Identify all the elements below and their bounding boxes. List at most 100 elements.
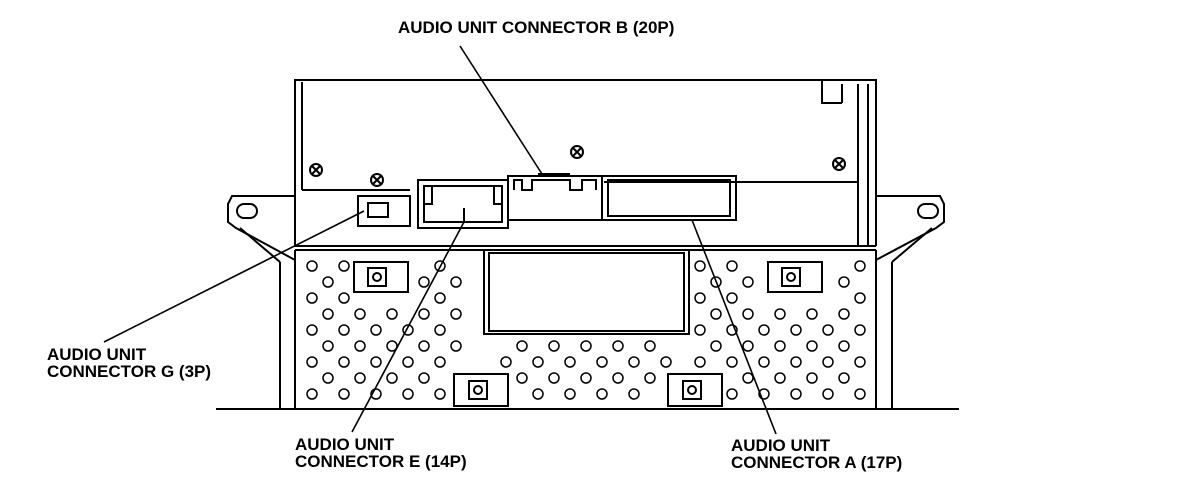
connector-b (507, 173, 603, 221)
vent-hole (838, 308, 850, 320)
vent-hole (660, 356, 672, 368)
vent-hole (306, 324, 318, 336)
vent-hole (418, 340, 430, 352)
vent-hole (742, 276, 754, 288)
vent-hole (742, 308, 754, 320)
label-connector-e: AUDIO UNIT CONNECTOR E (14P) (295, 436, 467, 470)
leader-line-connector-b (459, 45, 543, 175)
vent-hole (726, 292, 738, 304)
vent-hole (710, 308, 722, 320)
vent-hole (854, 356, 866, 368)
vent-hole (790, 324, 802, 336)
vent-hole (806, 308, 818, 320)
vent-hole (644, 340, 656, 352)
vent-hole (596, 388, 608, 400)
vent-hole (854, 292, 866, 304)
vent-hole (450, 340, 462, 352)
vent-hole (790, 388, 802, 400)
vent-hole (726, 388, 738, 400)
vent-hole (402, 356, 414, 368)
vent-hole (434, 356, 446, 368)
right-mounting-ear (875, 195, 945, 408)
vent-hole (322, 276, 334, 288)
vent-hole (306, 260, 318, 272)
vent-hole (306, 356, 318, 368)
vent-hole (338, 292, 350, 304)
vent-hole (628, 388, 640, 400)
vent-hole (822, 324, 834, 336)
vent-hole (694, 260, 706, 272)
connector-e (417, 179, 509, 229)
vent-hole (516, 340, 528, 352)
vent-hole (612, 340, 624, 352)
label-connector-e-line2: CONNECTOR E (14P) (295, 452, 467, 471)
label-connector-e-line1: AUDIO UNIT (295, 435, 395, 454)
upper-housing (294, 79, 877, 251)
label-connector-g-line2: CONNECTOR G (3P) (47, 362, 212, 381)
vent-hole (838, 276, 850, 288)
leader-line-connector-g (103, 210, 365, 343)
leader-line-connector-e (351, 221, 465, 433)
vent-hole (644, 372, 656, 384)
vent-hole (450, 276, 462, 288)
label-connector-a-line1: AUDIO UNIT (731, 436, 831, 455)
vent-hole (532, 356, 544, 368)
vent-hole (338, 260, 350, 272)
vent-hole (612, 372, 624, 384)
label-connector-a: AUDIO UNIT CONNECTOR A (17P) (731, 437, 902, 471)
vent-hole (806, 340, 818, 352)
vent-hole (418, 372, 430, 384)
vent-hole (710, 340, 722, 352)
vent-hole (354, 308, 366, 320)
label-connector-g-line1: AUDIO UNIT (47, 345, 147, 364)
vent-hole (726, 356, 738, 368)
vent-hole (434, 388, 446, 400)
vent-hole (338, 356, 350, 368)
vent-hole (564, 388, 576, 400)
vent-hole (806, 372, 818, 384)
lower-housing (294, 249, 877, 408)
vent-hole (370, 324, 382, 336)
vent-hole (532, 388, 544, 400)
vent-hole (402, 324, 414, 336)
leader-line-connector-a (691, 219, 777, 435)
vent-hole (758, 388, 770, 400)
label-connector-b-text: AUDIO UNIT CONNECTOR B (20P) (398, 18, 675, 37)
vent-hole (322, 372, 334, 384)
vent-hole (580, 372, 592, 384)
vent-hole (516, 372, 528, 384)
ventilation-holes (306, 260, 866, 400)
vent-hole (354, 372, 366, 384)
vent-hole (354, 340, 366, 352)
vent-hole (822, 388, 834, 400)
vent-hole (854, 324, 866, 336)
vent-hole (338, 324, 350, 336)
vent-hole (322, 308, 334, 320)
vent-hole (450, 308, 462, 320)
vent-hole (548, 340, 560, 352)
screw-icons (309, 145, 846, 187)
vent-hole (322, 340, 334, 352)
vent-hole (306, 292, 318, 304)
vent-hole (726, 260, 738, 272)
vent-hole (434, 260, 446, 272)
label-connector-b: AUDIO UNIT CONNECTOR B (20P) (398, 19, 674, 36)
label-connector-g: AUDIO UNIT CONNECTOR G (3P) (47, 346, 211, 380)
vent-hole (338, 388, 350, 400)
vent-hole (580, 340, 592, 352)
vent-hole (710, 276, 722, 288)
vent-hole (418, 276, 430, 288)
vent-hole (742, 340, 754, 352)
vent-hole (854, 388, 866, 400)
vent-hole (694, 292, 706, 304)
connector-a (601, 175, 737, 221)
vent-hole (434, 292, 446, 304)
vent-hole (790, 356, 802, 368)
vent-hole (386, 372, 398, 384)
vent-hole (838, 372, 850, 384)
connector-g (357, 195, 411, 227)
vent-hole (726, 324, 738, 336)
vent-hole (838, 340, 850, 352)
vent-hole (500, 356, 512, 368)
